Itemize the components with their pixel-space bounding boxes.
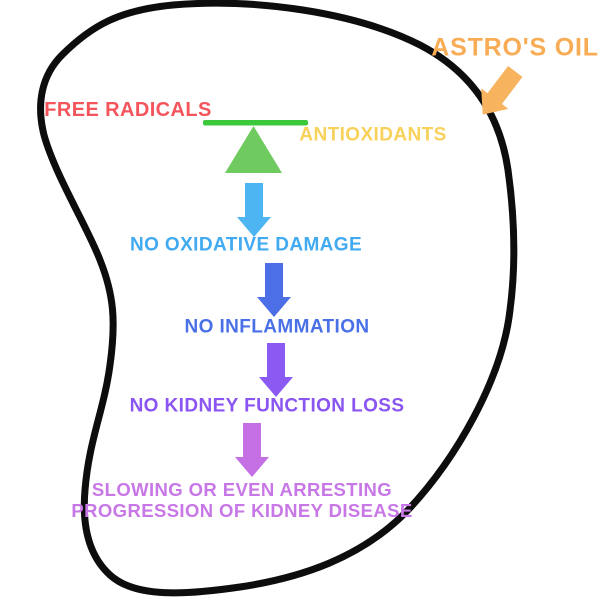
flow-step-4-line2: PROGRESSION OF KIDNEY DISEASE xyxy=(71,500,413,521)
title-arrow-icon xyxy=(481,66,523,115)
balance-left-label: FREE RADICALS xyxy=(44,99,212,121)
balance-bar xyxy=(203,120,308,126)
flow-arrow-4-icon xyxy=(235,423,269,477)
title-label: ASTRO'S OIL xyxy=(431,33,599,62)
kidney-outline xyxy=(37,0,518,597)
flow-step-4-line1: SLOWING OR EVEN ARRESTING xyxy=(91,479,393,500)
flow-arrow-2-icon xyxy=(257,263,291,317)
flow-step-1-label: NO OXIDATIVE DAMAGE xyxy=(129,234,363,256)
flow-step-3-label: NO KIDNEY FUNCTION LOSS xyxy=(129,395,405,417)
flow-step-4-label: SLOWING OR EVEN ARRESTING PROGRESSION OF… xyxy=(71,479,412,521)
balance-fulcrum-triangle xyxy=(225,126,282,173)
flow-step-2-label: NO INFLAMMATION xyxy=(184,316,370,338)
balance-right-label: ANTIOXIDANTS xyxy=(299,124,447,146)
flow-arrow-3-icon xyxy=(259,343,293,397)
flow-arrow-1-icon xyxy=(237,183,271,237)
